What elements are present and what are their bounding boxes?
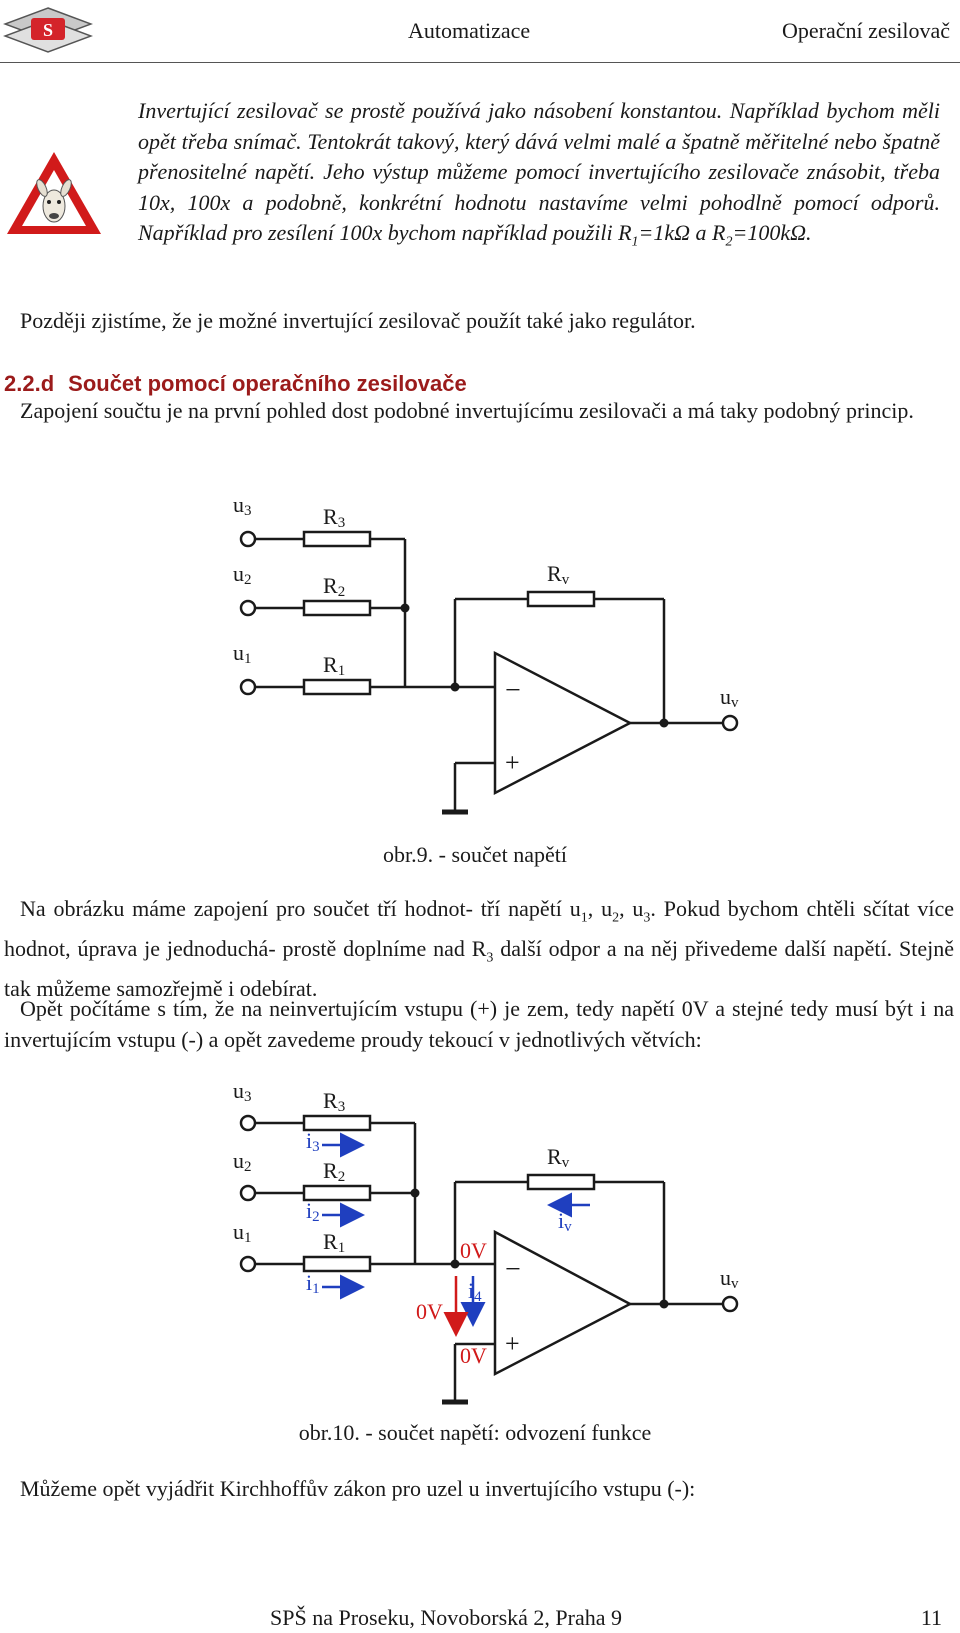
paragraph-intro: Zapojení součtu je na první pohled dost … xyxy=(20,398,914,423)
label-0v-difference: 0V xyxy=(416,1299,443,1324)
inverting-sign: − xyxy=(505,1254,521,1285)
label-r2: R2 xyxy=(323,573,345,600)
label-0v-inverting: 0V xyxy=(460,1238,487,1263)
label-uv: uv xyxy=(720,684,739,711)
warning-llama-icon xyxy=(4,148,104,238)
label-r1: R1 xyxy=(323,652,345,679)
paragraph-zero-volts: Opět počítáme s tím, že na neinvertující… xyxy=(4,996,954,1052)
label-u2: u2 xyxy=(233,561,252,588)
sps-logo-icon: S xyxy=(2,6,94,54)
label-i4: i4 xyxy=(468,1278,482,1305)
label-u3: u3 xyxy=(233,492,252,519)
label-r3: R3 xyxy=(323,1088,345,1115)
paragraph-fig9: Na obrázku máme zapojení pro součet tří … xyxy=(4,896,955,1001)
label-iv: iv xyxy=(558,1208,572,1235)
inverting-sign: − xyxy=(505,675,521,706)
label-u1: u1 xyxy=(233,640,252,667)
label-r1: R1 xyxy=(323,1229,345,1256)
paragraph-later: Později zjistíme, že je možné invertujíc… xyxy=(20,308,696,333)
label-rv: Rv xyxy=(547,1144,570,1171)
header-rule xyxy=(0,62,960,63)
label-r2: R2 xyxy=(323,1158,345,1185)
footer-school: SPŠ na Proseku, Novoborská 2, Praha 9 xyxy=(270,1605,622,1630)
svg-text:S: S xyxy=(43,20,53,40)
llama-note: Invertující zesilovač se prostě používá … xyxy=(138,98,940,250)
figure-10-summing-currents: u3 u2 u1 R3 R2 R1 Rv uv − + i3 i2 i1 iv … xyxy=(233,1080,739,1405)
label-r3: R3 xyxy=(323,504,345,531)
label-i2: i2 xyxy=(306,1198,320,1225)
label-i3: i3 xyxy=(306,1128,320,1155)
figure-10-caption: obr.10. - součet napětí: odvození funkce xyxy=(298,1420,652,1445)
header-course: Automatizace xyxy=(408,18,531,43)
label-u2: u2 xyxy=(233,1148,252,1175)
label-rv: Rv xyxy=(547,561,570,588)
noninverting-sign: + xyxy=(505,1329,520,1358)
label-u3: u3 xyxy=(233,1080,252,1105)
figure-9-summing-amplifier: u3 u2 u1 R3 R2 R1 Rv uv − + xyxy=(233,492,739,815)
page-number: 11 xyxy=(920,1605,942,1630)
label-uv: uv xyxy=(720,1265,739,1292)
header-topic: Operační zesilovač xyxy=(782,18,950,43)
label-u1: u1 xyxy=(233,1219,252,1246)
noninverting-sign: + xyxy=(505,748,520,777)
label-0v-noninverting: 0V xyxy=(460,1343,487,1368)
figure-9-caption: obr.9. - součet napětí xyxy=(383,842,567,867)
paragraph-kirchhoff: Můžeme opět vyjádřit Kirchhoffův zákon p… xyxy=(20,1476,696,1501)
label-i1: i1 xyxy=(306,1270,320,1297)
